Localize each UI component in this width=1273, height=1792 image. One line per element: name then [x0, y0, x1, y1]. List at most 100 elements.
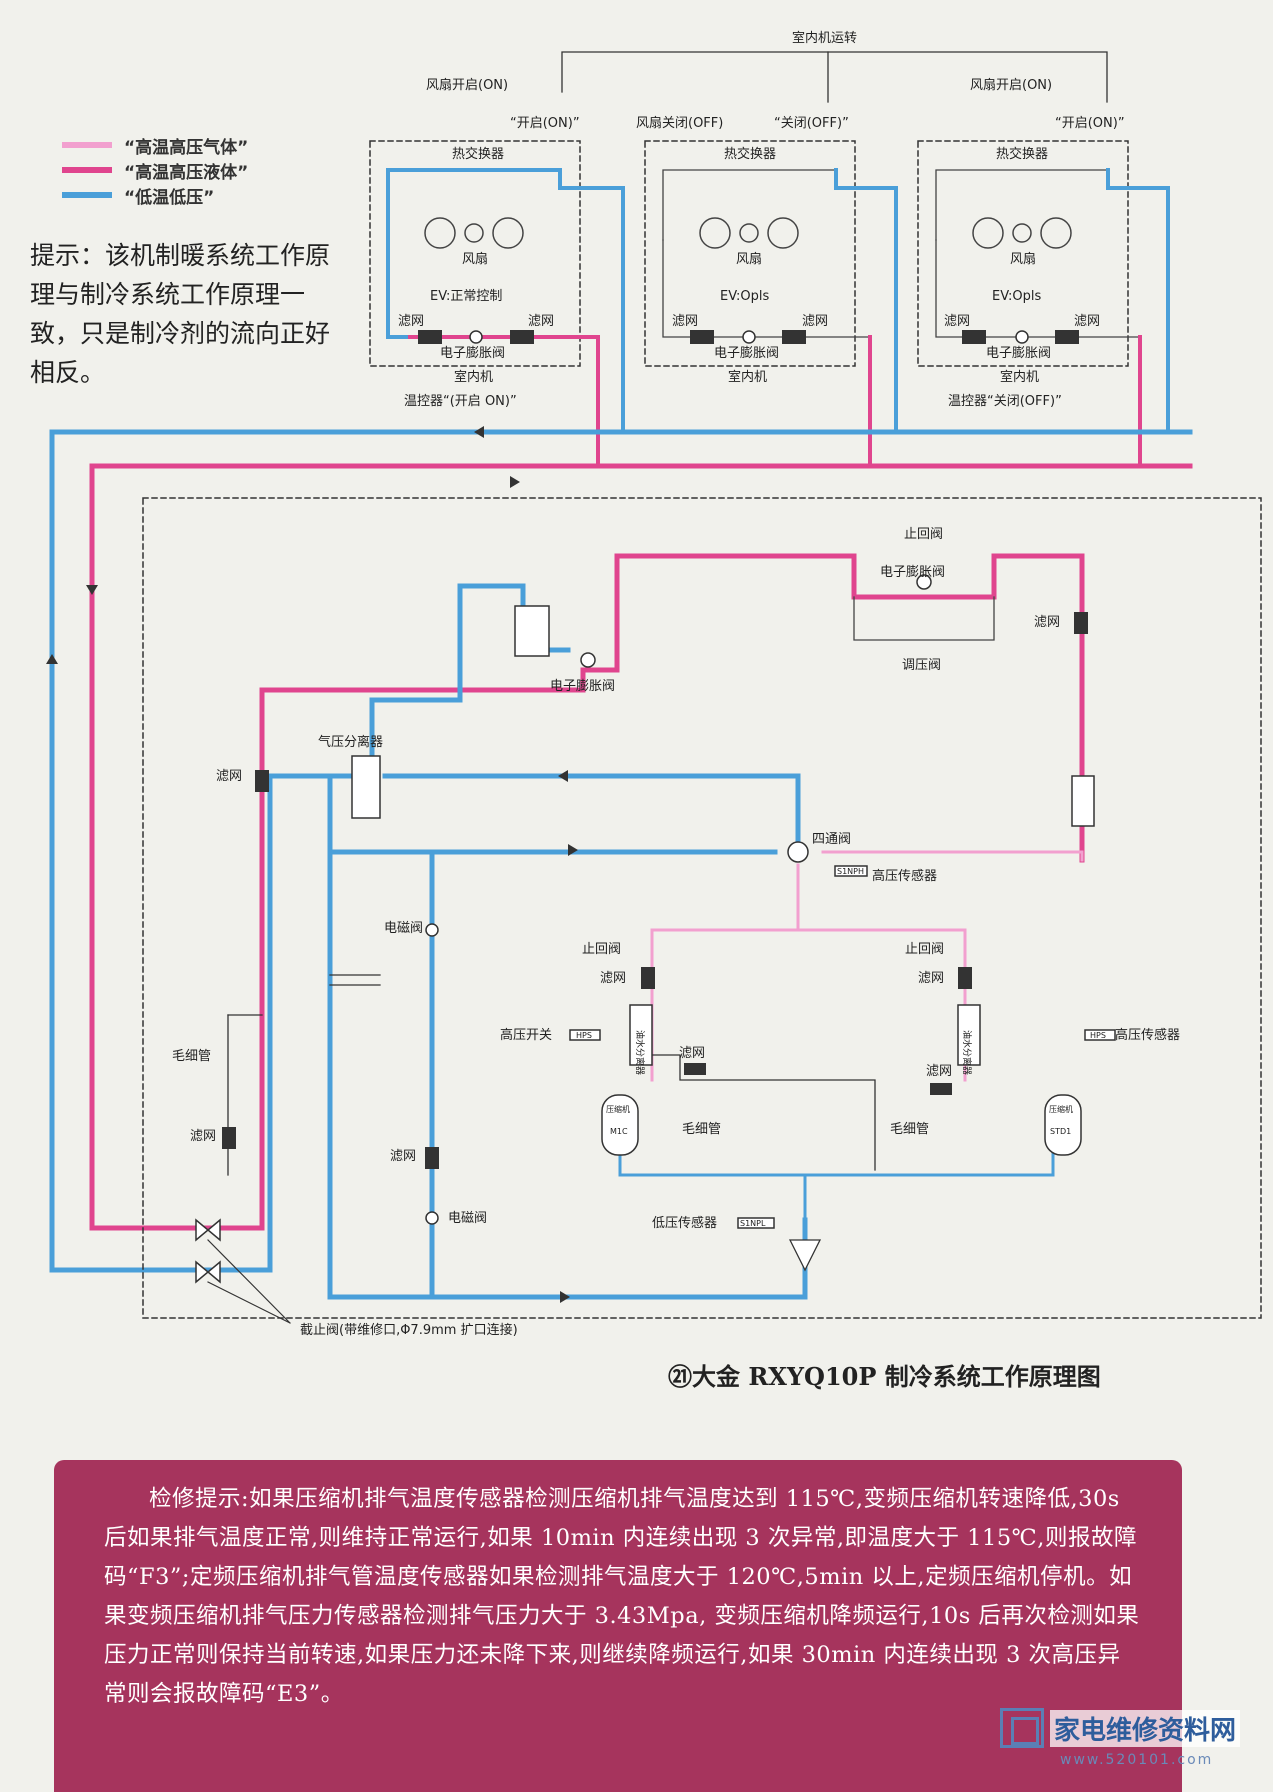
label-indoor-unit-2: 室内机 — [728, 369, 767, 385]
legend-item-gas: “高温高压气体” — [62, 133, 249, 158]
label-lp-sensor: 低压传感器 — [652, 1215, 717, 1231]
stop-valve-leader — [207, 1239, 291, 1324]
indoor2-coil — [662, 169, 837, 241]
indoor3-fan-left — [972, 217, 1004, 249]
label-stop-valve: 截止阀(带维修口,Φ7.9mm 扩口连接) — [300, 1322, 518, 1338]
label-filter-2a: 滤网 — [672, 314, 698, 329]
solenoid-valve-lower — [425, 1211, 439, 1225]
label-on-3: “开启(ON)” — [1055, 116, 1125, 131]
indoor3-eev — [1015, 330, 1029, 344]
flow-arrow — [510, 476, 520, 488]
liquid-filter — [255, 770, 269, 792]
legend-swatch-gas — [62, 142, 112, 148]
four-way-valve — [787, 841, 809, 863]
indoor1-coil-lower — [386, 238, 412, 339]
label-check-valve-left: 止回阀 — [582, 942, 621, 957]
indoor3-gas-pipe — [1106, 168, 1170, 434]
label-oil-separator-left: 油水分离器 — [634, 1030, 646, 1075]
label-check-valve-right: 止回阀 — [905, 942, 944, 957]
capillary-right — [651, 1054, 876, 1171]
legend-label-gas: “高温高压气体” — [124, 137, 249, 158]
right-oil-separator — [957, 1004, 981, 1066]
label-compressor-left: 压缩机 — [606, 1104, 630, 1114]
label-fan-2: 风扇 — [736, 251, 762, 267]
legend-label-low: “低温低压” — [124, 187, 215, 208]
lp-sensor-tag — [737, 1217, 775, 1229]
label-capillary-left: 毛细管 — [172, 1049, 211, 1064]
label-capillary-mid: 毛细管 — [682, 1122, 721, 1137]
label-solenoid-lower: 电磁阀 — [448, 1211, 487, 1226]
tag-hp-sensor: S1NPH — [837, 867, 864, 876]
hp-sensor-tag — [834, 865, 868, 877]
outdoor-unit-box — [142, 497, 1262, 1319]
right-oil-filter — [930, 1083, 952, 1095]
hp-switch-tag — [569, 1029, 601, 1041]
liquid-to-eev — [210, 687, 523, 1231]
condenser-to-fourway — [821, 850, 1084, 862]
indoor1-fan-motor — [464, 223, 484, 243]
label-thermo-off: 温控器“关闭(OFF)” — [948, 394, 1062, 409]
sep-to-fourway — [382, 773, 801, 843]
flow-arrow — [86, 585, 98, 595]
inverter-compressor — [601, 1094, 639, 1156]
label-fan-3: 风扇 — [1010, 251, 1036, 267]
label-four-way: 四通阀 — [812, 832, 851, 847]
label-filter-capillary: 滤网 — [190, 1129, 216, 1144]
tag-std1: STD1 — [1050, 1127, 1071, 1136]
label-oil-separator-right: 油水分离器 — [961, 1030, 973, 1075]
label-hp-sensor-right: 高压传感器 — [1115, 1027, 1180, 1043]
indoor1-fan-left — [424, 217, 456, 249]
label-filter-1b: 滤网 — [528, 314, 554, 329]
flow-arrow — [568, 844, 578, 856]
brand-site: www.520101.com — [1060, 1752, 1214, 1768]
pressure-regulator-bypass — [853, 596, 995, 641]
legend-swatch-liquid — [62, 167, 112, 173]
left-oil-filter — [684, 1063, 706, 1075]
stop-valve-liquid — [195, 1218, 221, 1242]
label-hp-sensor: 高压传感器 — [872, 868, 937, 884]
plate-heat-exchanger — [514, 605, 550, 657]
label-ev-3: EV:Opls — [992, 289, 1042, 304]
main-eev — [916, 574, 932, 590]
right-check-filter — [958, 967, 972, 989]
label-fan-off-2: 风扇关闭(OFF) — [636, 115, 723, 131]
legend-item-liquid: “高温高压液体” — [62, 158, 248, 183]
sub-eev — [580, 652, 596, 668]
capillary-filter — [222, 1127, 236, 1149]
label-gas-separator: 气压分离器 — [318, 734, 383, 750]
condenser-filter — [1074, 612, 1088, 634]
indoor1-eev — [469, 330, 483, 344]
discharge-left — [650, 863, 800, 1082]
flow-arrow — [560, 1291, 570, 1303]
maintenance-tip-text: 检修提示:如果压缩机排气温度传感器检测压缩机排气温度达到 115℃,变频压缩机转… — [104, 1486, 1140, 1707]
label-hx-2: 热交换器 — [724, 146, 776, 162]
label-indoor-unit-3: 室内机 — [1000, 369, 1039, 385]
label-solenoid-upper: 电磁阀 — [384, 921, 423, 936]
label-filter-right: 滤网 — [918, 971, 944, 986]
indoor1-filter-left — [418, 330, 442, 344]
brand-name: 家电维修资料网 — [1050, 1709, 1241, 1747]
heating-note: 提示：该机制暖系统工作原理与制冷系统工作原理一致，只是制冷剂的流向正好相反。 — [30, 241, 331, 387]
fixed-compressor — [1044, 1094, 1082, 1156]
label-indoor-unit-1: 室内机 — [454, 369, 493, 385]
label-indoor-run: 室内机运转 — [792, 30, 857, 46]
label-filter-liquid: 滤网 — [216, 769, 242, 784]
indoor3-filter-left — [962, 330, 986, 344]
label-filter-oil-right: 滤网 — [926, 1064, 952, 1079]
label-filter-solenoid: 滤网 — [390, 1149, 416, 1164]
tag-hps-left: HPS — [576, 1031, 592, 1040]
label-ev-1: EV:正常控制 — [430, 289, 502, 304]
indoor-unit-1-box — [369, 140, 581, 367]
indoor3-fan-motor — [1012, 223, 1032, 243]
indoor2-fan-motor — [739, 223, 759, 243]
compressor-left-suction — [618, 1148, 807, 1222]
control-wiring — [561, 51, 1108, 103]
label-eev-1: 电子膨胀阀 — [440, 346, 505, 361]
flow-arrow — [558, 770, 568, 782]
label-check-valve-top: 止回阀 — [904, 527, 943, 542]
indoor-unit-3-box — [917, 140, 1129, 367]
label-hx-3: 热交换器 — [996, 146, 1048, 162]
label-hp-switch: 高压开关 — [500, 1027, 552, 1043]
liquid-to-condenser — [517, 553, 1085, 863]
label-hx-1: 热交换器 — [452, 146, 504, 162]
